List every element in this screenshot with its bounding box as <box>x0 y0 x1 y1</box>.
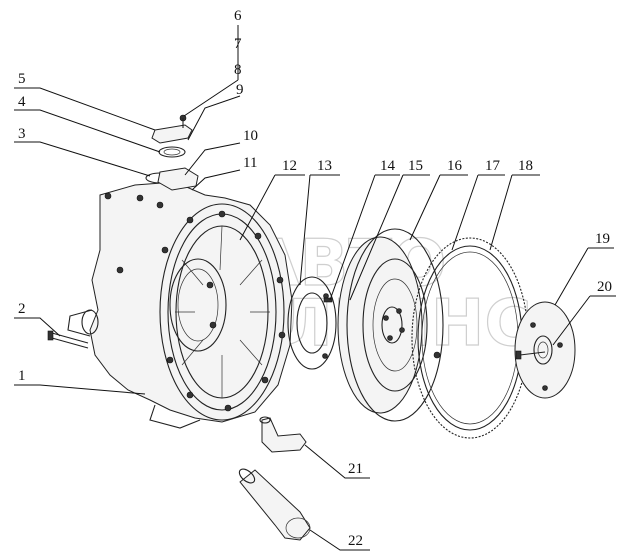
callout-8: 8 <box>234 62 242 78</box>
rear-plate <box>514 301 576 399</box>
bolt-20 <box>515 350 546 360</box>
callout-2: 2 <box>18 301 26 317</box>
callout-19: 19 <box>595 231 610 247</box>
flywheel-housing <box>67 181 293 429</box>
callout-15: 15 <box>408 158 423 174</box>
callout-4: 4 <box>18 94 26 110</box>
callout-6: 6 <box>234 8 242 24</box>
callout-labels: 6 7 8 9 5 4 3 10 11 12 13 14 15 16 17 18… <box>18 8 612 549</box>
callout-9: 9 <box>236 82 244 98</box>
callout-11: 11 <box>243 155 257 171</box>
callout-14: 14 <box>380 158 396 174</box>
callout-20: 20 <box>597 279 612 295</box>
callout-18: 18 <box>518 158 533 174</box>
sensor <box>259 416 307 453</box>
callout-17: 17 <box>485 158 501 174</box>
callout-10: 10 <box>243 128 258 144</box>
callout-7: 7 <box>234 36 242 52</box>
callout-21: 21 <box>348 461 363 477</box>
callout-3: 3 <box>18 126 26 142</box>
callout-5: 5 <box>18 71 26 87</box>
dowel-14 <box>323 297 333 303</box>
callout-12: 12 <box>282 158 297 174</box>
callout-16: 16 <box>447 158 463 174</box>
sleeve <box>238 468 311 541</box>
flywheel <box>337 228 444 422</box>
callout-1: 1 <box>18 368 26 384</box>
leader-lines <box>14 25 616 551</box>
callout-22: 22 <box>348 533 363 549</box>
gasket <box>287 276 337 370</box>
callout-13: 13 <box>317 158 332 174</box>
top-cover-assembly <box>145 114 199 191</box>
